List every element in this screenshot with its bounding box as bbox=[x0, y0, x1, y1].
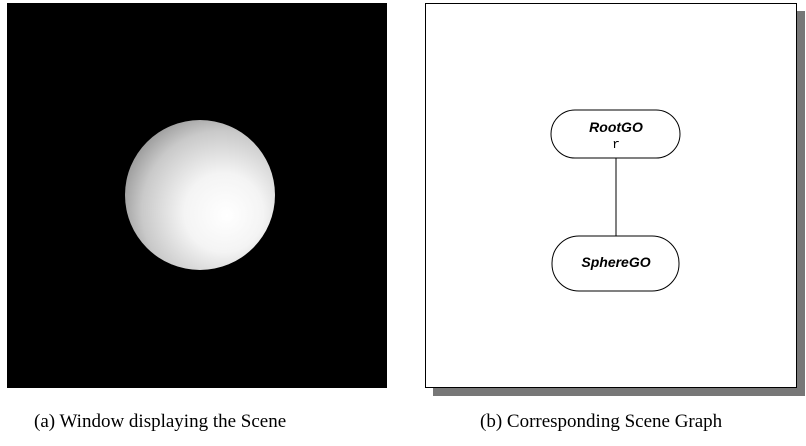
caption-b: (b) Corresponding Scene Graph bbox=[480, 411, 723, 432]
scene-window bbox=[7, 3, 387, 388]
root-node: RootGO r bbox=[550, 109, 681, 159]
sphere-node: SphereGO bbox=[551, 235, 680, 292]
root-node-name: RootGO bbox=[589, 119, 643, 135]
scene-graph-diagram: RootGO r SphereGO bbox=[550, 109, 681, 292]
caption-a: (a) Window displaying the Scene bbox=[34, 411, 287, 432]
sphere bbox=[125, 120, 275, 270]
sphere-node-name: SphereGO bbox=[581, 254, 650, 270]
scene-canvas bbox=[125, 120, 275, 270]
scene-graph-panel: RootGO r SphereGO bbox=[425, 3, 797, 388]
root-node-variable: r bbox=[612, 137, 620, 152]
